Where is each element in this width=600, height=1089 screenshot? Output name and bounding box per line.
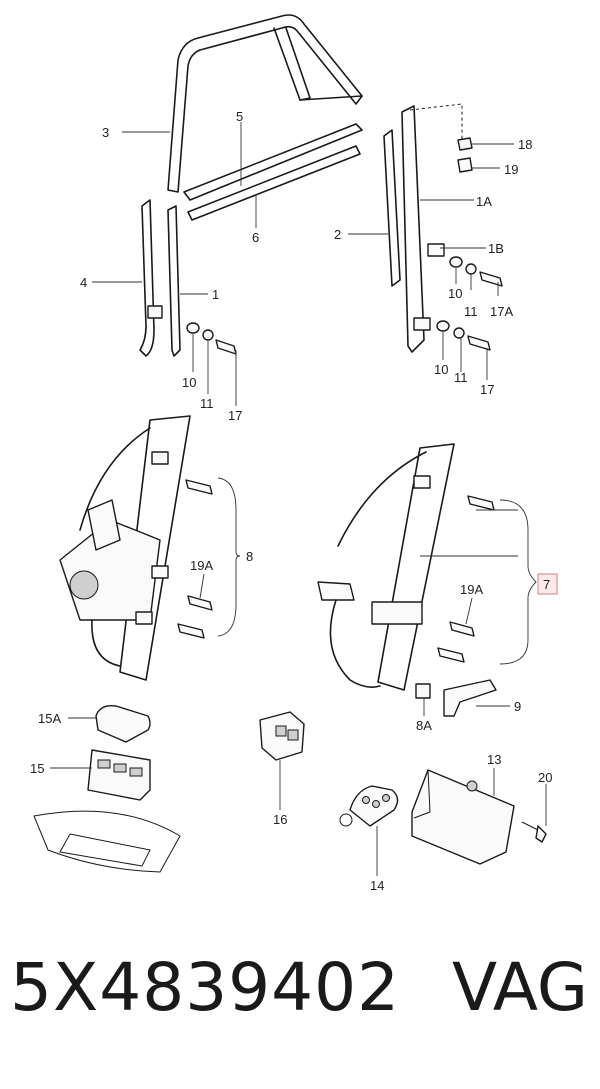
window-regulator-manual <box>317 443 497 717</box>
callout-1: 1 <box>212 287 219 302</box>
callout-1A: 1A <box>476 194 492 209</box>
callout-19A-left: 19A <box>190 558 213 573</box>
callout-3: 3 <box>102 125 109 140</box>
callout-10-right-lower: 10 <box>434 362 448 377</box>
callout-18: 18 <box>518 137 532 152</box>
callout-15: 15 <box>30 761 44 776</box>
guide-rail-1 <box>167 205 181 357</box>
callout-1B: 1B <box>488 241 504 256</box>
callout-16: 16 <box>273 812 287 827</box>
door-window-frame-seal <box>167 14 363 193</box>
remote-key-fob <box>339 785 399 827</box>
part-number: 5X4839402 <box>10 949 401 1026</box>
callout-11-right-upper: 11 <box>464 304 478 319</box>
switch-panel-console <box>33 705 181 873</box>
callout-19: 19 <box>504 162 518 177</box>
callout-2: 2 <box>334 227 341 242</box>
window-switch <box>259 711 305 761</box>
guide-rail-2 <box>383 129 401 287</box>
window-channel-strip-6 <box>187 145 361 221</box>
callout-7-highlighted: 7 <box>537 573 558 595</box>
callout-17A: 17A <box>490 304 513 319</box>
callout-13: 13 <box>487 752 501 767</box>
callout-labels: 3 5 6 4 1 10 11 17 2 1A 1B 18 19 10 11 1… <box>30 109 558 893</box>
footer: 5X4839402 VAG <box>0 955 600 1055</box>
callout-9: 9 <box>514 699 521 714</box>
guide-rail-1A <box>401 105 445 353</box>
callout-8A: 8A <box>416 718 432 733</box>
fastener-set-right <box>436 137 503 351</box>
callout-7: 7 <box>543 577 550 592</box>
fastener-set-left <box>186 322 237 355</box>
control-unit <box>411 769 547 865</box>
callout-4: 4 <box>80 275 87 290</box>
callout-17-right: 17 <box>480 382 494 397</box>
window-regulator-with-motor <box>59 415 213 681</box>
guide-rail-4 <box>139 199 163 357</box>
callout-11-right-lower: 11 <box>454 370 468 385</box>
window-channel-strip-5 <box>183 123 363 201</box>
callout-11-left: 11 <box>200 396 214 411</box>
callout-19A-right: 19A <box>460 582 483 597</box>
callout-8: 8 <box>246 549 253 564</box>
exploded-parts-diagram: 3 5 6 4 1 10 11 17 2 1A 1B 18 19 10 11 1… <box>30 14 558 893</box>
leader-lines <box>50 122 547 876</box>
callout-10-left: 10 <box>182 375 196 390</box>
callout-6: 6 <box>252 230 259 245</box>
brand-name: VAG <box>451 949 588 1026</box>
callout-20: 20 <box>538 770 552 785</box>
callout-14: 14 <box>370 878 384 893</box>
callout-10-right-upper: 10 <box>448 286 462 301</box>
callout-17-left: 17 <box>228 408 242 423</box>
callout-15A: 15A <box>38 711 61 726</box>
callout-5: 5 <box>236 109 243 124</box>
